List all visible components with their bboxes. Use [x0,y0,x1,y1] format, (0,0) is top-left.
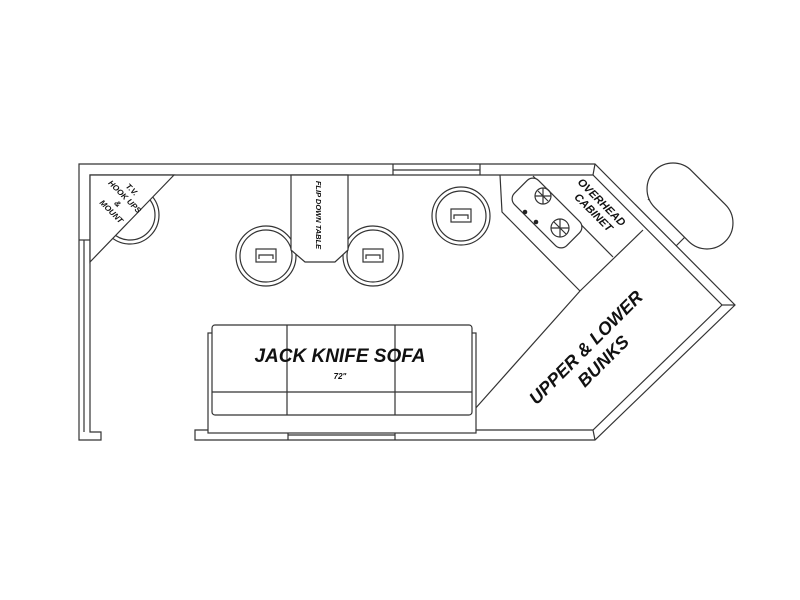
sofa-size: 72" [334,372,347,381]
tv-corner: T.V. HOOK UPS & MOUNT [89,174,176,264]
exterior-walls [78,163,736,441]
svg-text:UPPER & LOWER BUNKS: UPPER & LOWER BUNKS [525,283,666,424]
table-label: FLIP DOWN TABLE [314,181,323,250]
sofa-label: JACK KNIFE SOFA [254,346,425,367]
tv-label-line3: & [112,199,123,210]
top-window [392,164,481,175]
seat-rear [431,186,491,246]
seat-left [235,225,297,287]
seat-right [342,225,404,287]
propane-tank [646,162,734,250]
jack-knife-sofa: JACK KNIFE SOFA 72" [207,324,477,434]
flip-down-table: FLIP DOWN TABLE [290,174,349,263]
stove-burner-icon [522,187,570,238]
stove [511,177,583,249]
